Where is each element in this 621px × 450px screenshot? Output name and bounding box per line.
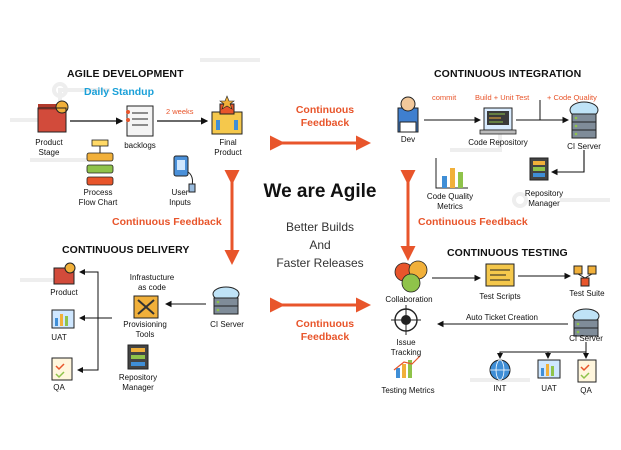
code-repository-icon — [479, 107, 517, 135]
test-scripts-icon — [485, 263, 515, 287]
collaboration-label: Collaboration — [385, 295, 433, 304]
provisioning-tools-label: Provisioning Tools — [123, 320, 167, 339]
cd-qa-icon — [51, 357, 73, 381]
ct-ci-server-icon — [572, 308, 600, 337]
user-inputs-icon — [173, 155, 196, 193]
flow-chart-label: Process Flow Chart — [78, 188, 118, 207]
infra-as-code-label: Infrastucture as code — [129, 273, 175, 292]
dev-label: Dev — [400, 135, 416, 144]
code-repository-label: Code Repository — [468, 138, 528, 147]
cd-product-label: Product — [50, 288, 78, 297]
code-quality-metrics-label: Code Quality Metrics — [426, 192, 474, 211]
code-quality-metrics-icon — [435, 158, 468, 189]
provisioning-tools-icon — [133, 295, 159, 319]
ct-uat-label: UAT — [541, 384, 557, 393]
agile-heading: AGILE DEVELOPMENT — [67, 68, 184, 80]
cd-ci-server-label: CI Server — [210, 320, 244, 329]
backlogs-label: backlogs — [124, 141, 156, 150]
center-title: We are Agile — [263, 181, 377, 202]
ct-int-label: INT — [493, 384, 507, 393]
cd-product-icon — [53, 262, 76, 285]
ci-heading: CONTINUOUS INTEGRATION — [434, 68, 582, 80]
cd-uat-icon — [51, 309, 75, 329]
feedback-label-right: Continuous Feedback — [418, 216, 528, 228]
cd-heading: CONTINUOUS DELIVERY — [62, 244, 190, 256]
center-line-3: Faster Releases — [276, 256, 364, 270]
product-stage-label: Product Stage — [35, 138, 63, 157]
cd-uat-label: UAT — [51, 333, 67, 342]
ci-server-label-top: CI Server — [567, 142, 601, 151]
center-line-2: And — [309, 238, 331, 252]
cd-ci-server-icon — [212, 286, 240, 315]
final-product-icon — [211, 95, 243, 135]
product-stage-icon — [37, 100, 69, 133]
repository-manager-icon-top — [529, 157, 549, 181]
auto-ticket-label: Auto Ticket Creation — [465, 313, 539, 322]
testing-metrics-label: Testing Metrics — [381, 386, 435, 395]
flow-chart-icon — [86, 139, 114, 186]
repository-manager-label-bottom: Repository Manager — [118, 373, 158, 392]
build-unit-test-label: Build + Unit Test — [475, 93, 530, 102]
daily-standup-label: Daily Standup — [84, 86, 155, 98]
ct-heading: CONTINUOUS TESTING — [447, 247, 568, 259]
ct-qa-icon — [577, 359, 597, 383]
ct-ci-server-label: CI Server — [569, 334, 603, 343]
code-quality-label: + Code Quality — [547, 93, 597, 102]
testing-metrics-icon — [393, 355, 421, 378]
center-line-1: Better Builds — [285, 220, 355, 234]
dev-icon — [397, 96, 419, 133]
collaboration-icon — [394, 260, 428, 293]
repository-manager-label-top: Repository Manager — [524, 189, 564, 208]
backlogs-icon — [126, 105, 154, 137]
issue-tracking-label: Issue Tracking — [390, 338, 422, 357]
int-icon — [489, 359, 511, 381]
cd-qa-label: QA — [53, 383, 65, 392]
ct-qa-label: QA — [580, 386, 592, 395]
commit-label: commit — [432, 93, 457, 102]
ct-uat-icon — [537, 359, 561, 379]
test-scripts-label: Test Scripts — [479, 292, 521, 301]
repository-manager-icon-bottom — [127, 344, 149, 370]
feedback-label-bottom: Continuous Feedback — [295, 318, 355, 343]
user-inputs-label: User Inputs — [169, 188, 191, 207]
two-weeks-label: 2 weeks — [166, 107, 194, 116]
test-suite-label: Test Suite — [569, 289, 605, 298]
ci-server-icon-top — [569, 101, 599, 139]
feedback-label-left: Continuous Feedback — [112, 216, 222, 228]
feedback-label-top: Continuous Feedback — [295, 104, 355, 129]
issue-tracking-icon — [391, 305, 421, 335]
test-suite-icon — [573, 265, 597, 287]
final-product-label: Final Product — [214, 138, 242, 157]
